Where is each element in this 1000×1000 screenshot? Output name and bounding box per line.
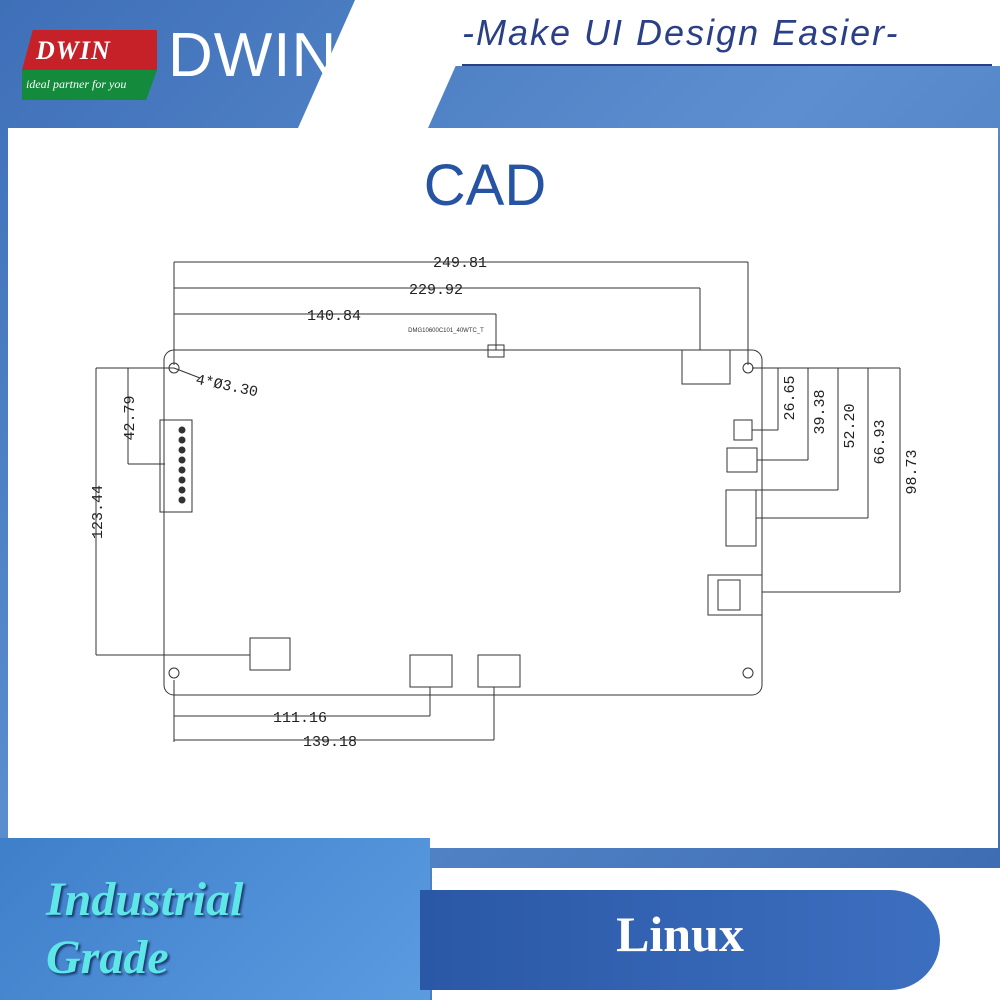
logo-green-band [22, 70, 157, 100]
slogan: -Make UI Design Easier- [462, 12, 900, 53]
os-label: Linux [616, 906, 744, 962]
dim-to-connector: 140.84 [307, 308, 361, 325]
dim-bottom-1: 111.16 [273, 710, 327, 727]
dim-overall-width: 249.81 [433, 255, 487, 272]
badge-grade: Grade [46, 931, 169, 984]
dim-right-1: 26.65 [782, 375, 799, 420]
header-bar [420, 0, 1000, 66]
dim-right-3: 52.20 [842, 403, 859, 448]
board-outline [163, 349, 763, 696]
dim-left-top: 42.79 [122, 395, 139, 440]
content-card [8, 128, 998, 848]
badge-industrial: Industrial [46, 873, 244, 926]
dim-bottom-2: 139.18 [303, 734, 357, 751]
dwin-logo: DWIN ideal partner for you [22, 30, 157, 100]
logo-text: DWIN [36, 36, 111, 65]
dim-right-5: 98.73 [904, 449, 921, 494]
hole-note: 4*Ø3.30 [194, 372, 259, 402]
mount-hole-icon [168, 667, 180, 679]
logo-red-band [22, 30, 157, 70]
dim-right-4: 66.93 [872, 419, 889, 464]
dim-right-2: 39.38 [812, 389, 829, 434]
slogan-underline [462, 64, 992, 66]
dim-left-bottom: 123.44 [90, 485, 107, 539]
footer-badge-bg [0, 838, 430, 1000]
dim-hole-span: 229.92 [409, 282, 463, 299]
part-label: DMG10600C101_40WTC_T [408, 328, 484, 334]
brand-name: DWIN [168, 21, 338, 90]
mount-hole-icon [742, 667, 754, 679]
page-title: CAD [423, 153, 547, 218]
os-pill [420, 890, 940, 990]
logo-tagline: ideal partner for you [26, 77, 127, 91]
